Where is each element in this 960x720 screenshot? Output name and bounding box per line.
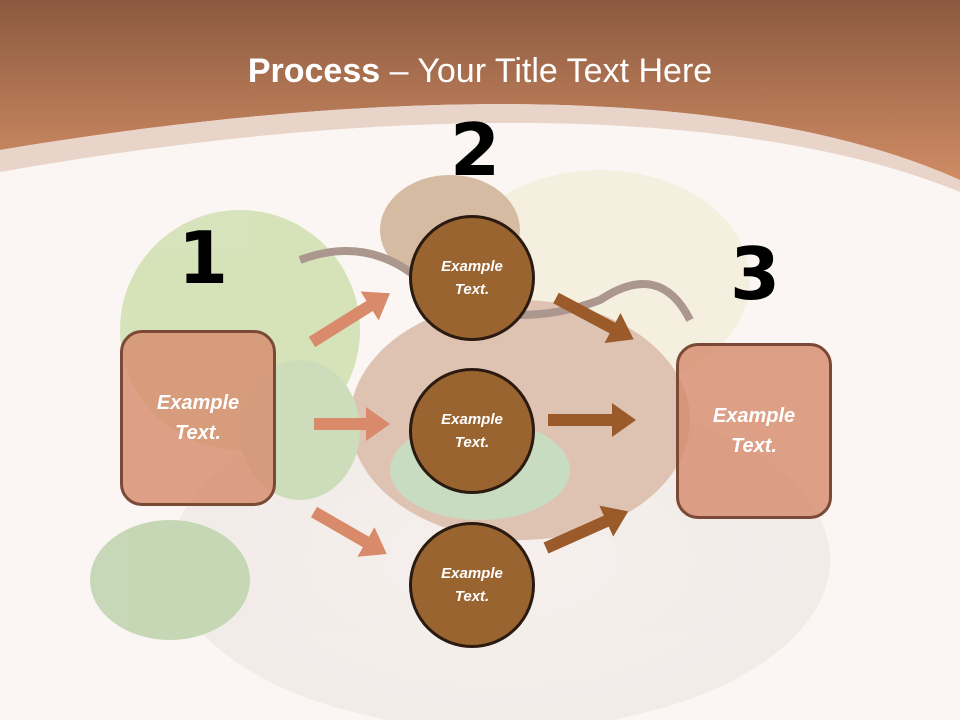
right-box-text: Example Text. [712, 405, 796, 457]
right-box: Example Text. [676, 343, 832, 519]
step-number-2: 2 [450, 108, 501, 192]
header-swoosh [0, 104, 960, 192]
slide-title: Process – Your Title Text Here [0, 52, 960, 91]
circle-3-text: Example Text. [441, 565, 503, 605]
left-box-text: Example Text. [156, 392, 240, 444]
step-number-1: 1 [178, 216, 229, 300]
arrow-from-circle-3 [543, 505, 629, 554]
circle-2-text: Example Text. [441, 411, 503, 451]
step-number-3: 3 [730, 232, 781, 316]
header-band [0, 0, 960, 180]
left-box: Example Text. [120, 330, 276, 506]
arrow-from-circle-2 [548, 403, 636, 437]
title-strong: Process [247, 52, 381, 90]
arrow-from-circle-1 [553, 292, 634, 344]
arrow-to-circle-3 [311, 506, 387, 557]
circle-1: Example Text. [409, 215, 535, 341]
circle-3: Example Text. [409, 522, 535, 648]
circle-2: Example Text. [409, 368, 535, 494]
arrow-to-circle-2 [314, 407, 390, 441]
circle-1-text: Example Text. [441, 258, 503, 298]
arrow-to-circle-1 [308, 291, 391, 348]
title-rest: – Your Title Text Here [380, 52, 713, 90]
